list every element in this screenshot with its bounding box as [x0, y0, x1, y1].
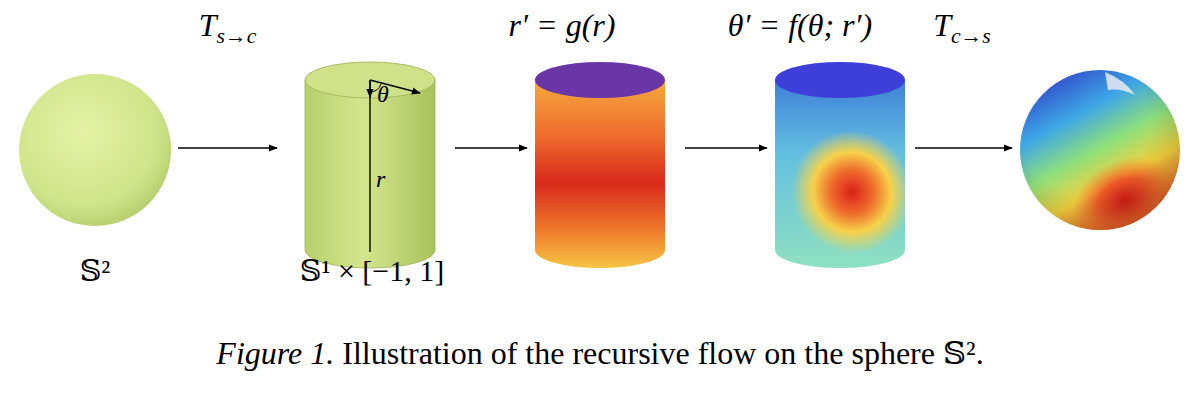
figure-caption: Figure 1. Illustration of the recursive … [216, 334, 983, 372]
cylinder [305, 62, 435, 268]
transform-label: Tc→s [933, 8, 991, 48]
cylinder [535, 62, 665, 268]
flow-arrow [178, 147, 277, 149]
flow-arrow [455, 147, 527, 149]
sphere [1020, 70, 1192, 259]
sphere-figure: 𝕊² [18, 66, 174, 292]
transform-label: Ts→c [199, 8, 257, 48]
map-formula: θ′ = f(θ; r′) [728, 8, 872, 43]
cylinder [769, 62, 935, 276]
space-label: 𝕊² [80, 254, 111, 287]
space-label: 𝕊¹ × [−1, 1] [300, 254, 444, 287]
map-formula: r′ = g(r) [509, 8, 616, 43]
sphere [19, 74, 171, 226]
cylinder-figure: θ r 𝕊¹ × [−1, 1] [280, 56, 450, 296]
flow-arrow [685, 147, 767, 149]
radius-symbol: r [376, 166, 385, 192]
angle-symbol: θ [377, 81, 389, 107]
flow-arrow [915, 147, 1012, 149]
